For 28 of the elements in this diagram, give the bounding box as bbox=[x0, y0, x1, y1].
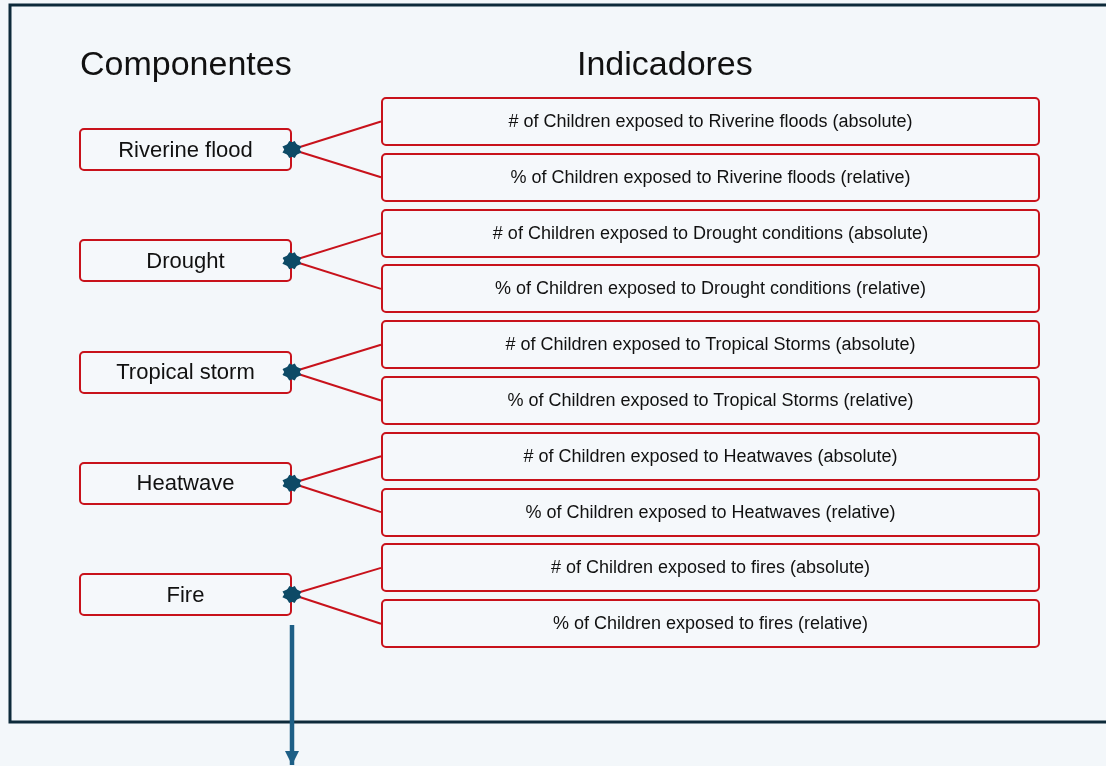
component-box: Heatwave bbox=[79, 461, 292, 505]
indicator-box: # of Children exposed to Tropical Storms (absolute) bbox=[381, 320, 1040, 370]
column-heading: Indicadores bbox=[577, 44, 753, 83]
indicator-box: # of Children exposed to Riverine floods (absolute) bbox=[381, 97, 1040, 146]
connector-line bbox=[282, 120, 382, 159]
indicator-box: % of Children exposed to fires (relative) bbox=[381, 599, 1040, 649]
connector-line bbox=[282, 363, 382, 402]
connector-line bbox=[282, 252, 382, 290]
component-box: Drought bbox=[79, 239, 292, 283]
component-box: Tropical storm bbox=[79, 350, 292, 394]
indicator-box: % of Children exposed to Heatwaves (relative) bbox=[381, 487, 1040, 537]
connector-line bbox=[282, 585, 382, 625]
indicator-box: # of Children exposed to Heatwaves (absolute) bbox=[381, 431, 1040, 481]
connector-line bbox=[282, 343, 382, 381]
connector-line bbox=[282, 474, 382, 514]
arrow bbox=[285, 625, 299, 765]
connector-line bbox=[282, 232, 382, 270]
component-box: Riverine flood bbox=[79, 128, 292, 171]
connector-line bbox=[282, 566, 382, 604]
column-heading: Componentes bbox=[80, 44, 292, 83]
indicator-box: % of Children exposed to Drought conditions (relative) bbox=[381, 264, 1040, 314]
connector-line bbox=[282, 455, 382, 492]
indicator-box: # of Children exposed to Drought conditions (absolute) bbox=[381, 208, 1040, 258]
indicator-box: % of Children exposed to Tropical Storms (relative) bbox=[381, 376, 1040, 425]
indicator-box: % of Children exposed to Riverine floods (relative) bbox=[381, 152, 1040, 202]
connector-line bbox=[282, 140, 382, 179]
component-box: Fire bbox=[79, 573, 292, 616]
indicator-box: # of Children exposed to fires (absolute) bbox=[381, 543, 1040, 593]
